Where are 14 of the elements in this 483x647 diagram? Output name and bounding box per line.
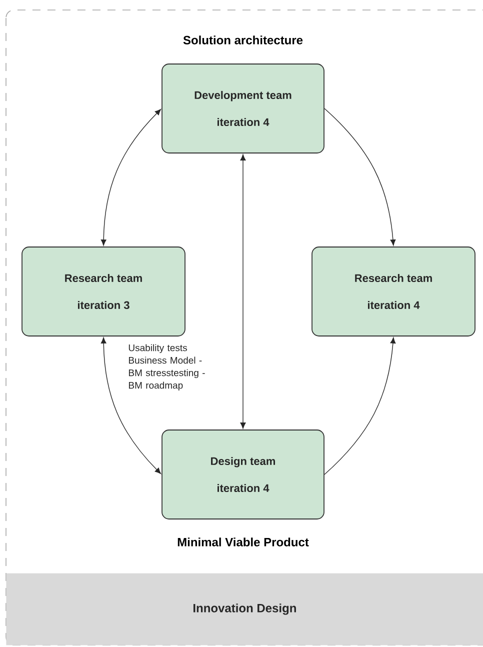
dashed-frame: [6, 10, 483, 646]
team-box: Research team iteration 4: [312, 246, 476, 336]
arrow: [324, 108, 396, 246]
footer-band: Innovation Design: [6, 573, 483, 646]
section-title: Minimal Viable Product: [178, 538, 309, 546]
arrow: [100, 337, 161, 474]
team-box: Design team iteration 4: [162, 430, 324, 520]
arrow: [100, 109, 161, 246]
arrow: [324, 337, 396, 475]
edge-label: Usability tests Business Model - BM stresstesting - BM roadmap: [128, 344, 205, 391]
arrow: [240, 154, 246, 429]
section-title: Solution architecture: [183, 36, 303, 44]
team-box: Research team iteration 3: [22, 246, 186, 336]
team-box: Development team iteration 4: [162, 64, 324, 154]
